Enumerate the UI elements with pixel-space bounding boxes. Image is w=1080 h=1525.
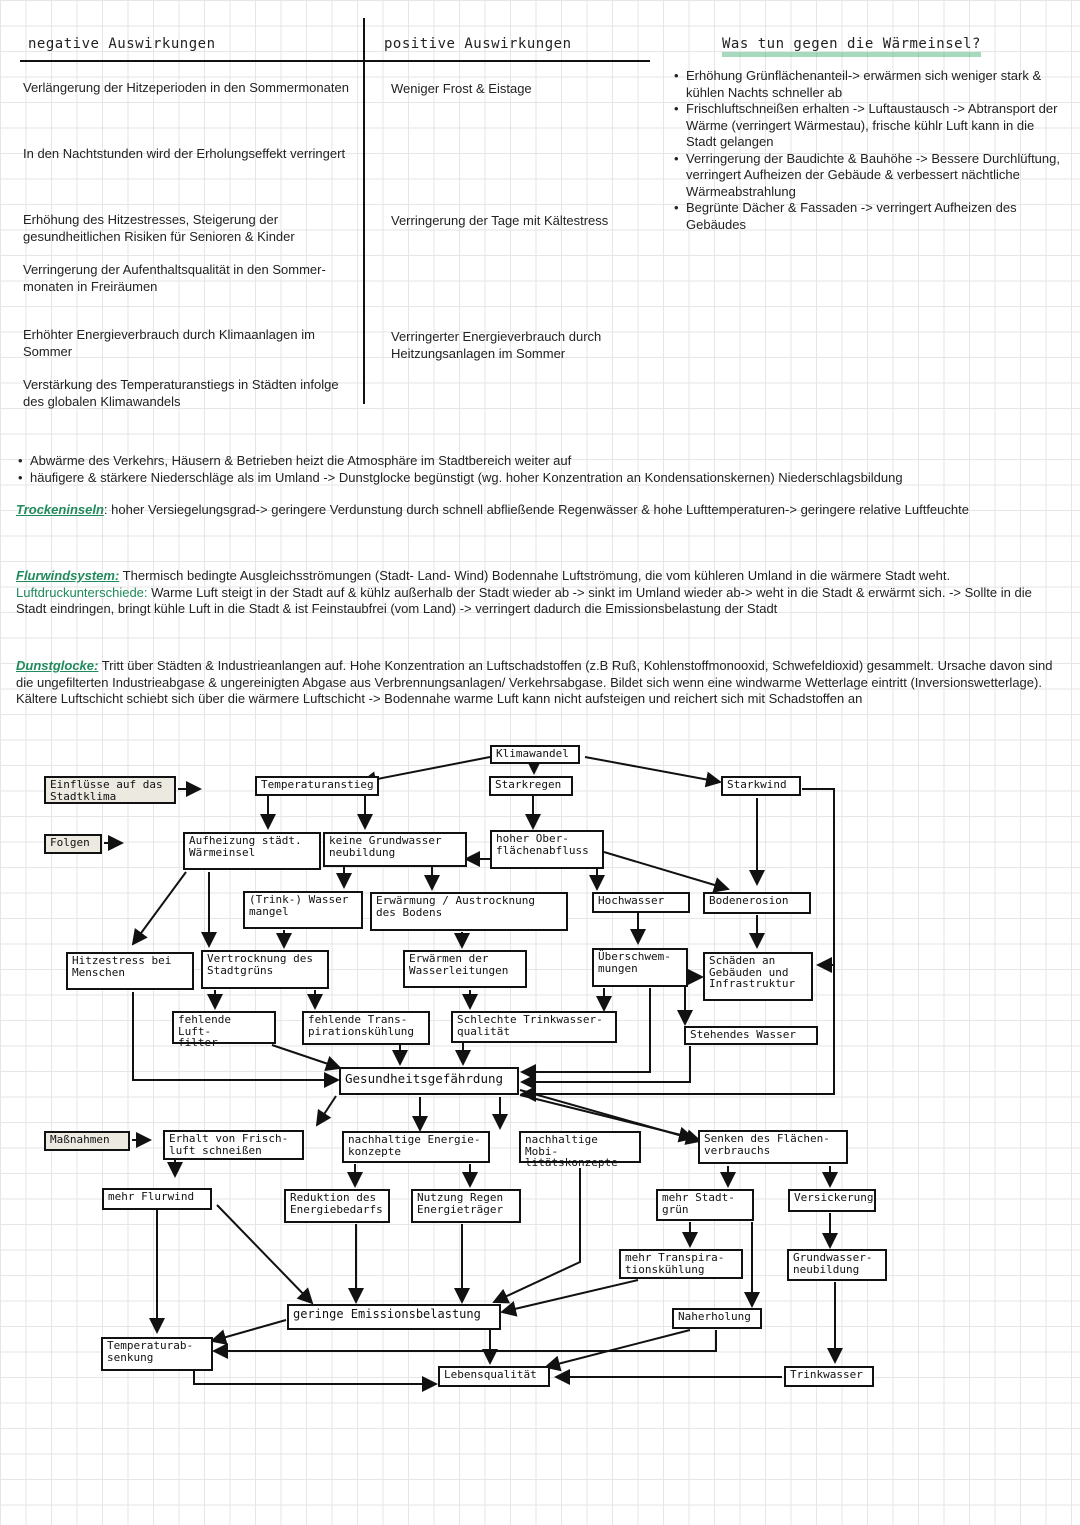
node-energiebedarf: Reduktion des Energiebedarfs: [284, 1189, 390, 1223]
node-mehr-stadtgruen: mehr Stadt- grün: [656, 1189, 754, 1221]
node-versickerung: Versickerung: [788, 1189, 876, 1212]
node-fehlende-transpiration: fehlende Trans- pirationskühlung: [302, 1011, 430, 1045]
negative-item: Verlängerung der Hitzeperioden in den So…: [23, 80, 349, 95]
label-massnahmen: Maßnahmen: [44, 1131, 130, 1151]
dunstglocke-text: Tritt über Städten & Industrieanlangen a…: [16, 658, 1053, 706]
node-regenerative-energie: Nutzung Regen Energieträger: [411, 1189, 521, 1223]
positive-item: Verringerung der Tage mit Kältestress: [391, 213, 609, 228]
node-naherholung: Naherholung: [672, 1308, 762, 1329]
node-grundwasserneubildung: Grundwasser- neubildung: [787, 1249, 887, 1281]
measures-item: Verringerung der Baudichte & Bauhöhe -> …: [674, 151, 1066, 201]
label-einfluesse: Einflüsse auf das Stadtklima: [44, 776, 176, 804]
measures-list: Erhöhung Grünflächenanteil-> erwärmen si…: [674, 68, 1066, 233]
negative-item: Verringerung der Aufenthaltsqualität in …: [23, 262, 326, 294]
trockeninseln-definition: Trockeninseln: hoher Versiegelungsgrad->…: [16, 502, 1056, 519]
negative-item: Erhöhter Energieverbrauch durch Klimaanl…: [23, 327, 315, 359]
node-grundwasser: keine Grundwasser neubildung: [323, 832, 467, 867]
negative-item: Erhöhung des Hitzestresses, Steigerung d…: [23, 212, 295, 244]
trockeninseln-term: Trockeninseln: [16, 502, 104, 517]
node-aufheizung: Aufheizung städt. Wärmeinsel: [183, 832, 321, 870]
table-horizontal-rule: [20, 60, 650, 62]
node-energiekonzepte: nachhaltige Energie- konzepte: [342, 1131, 490, 1163]
positive-header: positive Auswirkungen: [384, 36, 572, 52]
node-hochwasser: Hochwasser: [592, 892, 690, 913]
table-vertical-rule: [363, 18, 365, 404]
node-lebensqualitaet: Lebensqualität: [438, 1366, 550, 1387]
negative-item: Verstärkung des Temperaturanstiegs in St…: [23, 377, 339, 409]
node-emissionsbelastung: geringe Emissionsbelastung: [287, 1304, 501, 1330]
dunstglocke-term: Dunstglocke:: [16, 658, 99, 673]
trockeninseln-text: : hoher Versiegelungsgrad-> geringere Ve…: [103, 502, 969, 517]
measures-item: Frischluftschneißen erhalten -> Luftaust…: [674, 101, 1066, 151]
node-ueberschwemmungen: Überschwem- mungen: [592, 948, 688, 987]
note-item: Abwärme des Verkehrs, Häusern & Betriebe…: [18, 453, 1068, 470]
negative-header: negative Auswirkungen: [28, 36, 216, 52]
flurwind-term: Flurwindsystem:: [16, 568, 120, 583]
node-fehlende-luftfilter: fehlende Luft- filter: [172, 1011, 276, 1048]
node-klimawandel: Klimawandel: [490, 745, 580, 764]
node-starkwind: Starkwind: [721, 776, 801, 796]
node-flaechenverbrauch: Senken des Flächen- verbrauchs: [698, 1130, 848, 1164]
node-trinkwasser: Trinkwasser: [784, 1366, 874, 1387]
positive-item: Weniger Frost & Eistage: [391, 81, 532, 96]
luftdruck-term: Luftdruckunterschiede:: [16, 584, 148, 600]
flurwindsystem-definition: Flurwindsystem: Thermisch bedingte Ausgl…: [16, 568, 1056, 618]
node-hitzestress: Hitzestress bei Menschen: [66, 952, 194, 990]
node-stehendes-wasser: Stehendes Wasser: [684, 1026, 818, 1045]
node-temperaturanstieg: Temperaturanstieg: [255, 776, 379, 796]
measures-header: Was tun gegen die Wärmeinsel?: [722, 36, 981, 57]
note-item: häufigere & stärkere Niederschläge als i…: [18, 470, 1068, 487]
node-erwaermung-boden: Erwärmung / Austrocknung des Bodens: [370, 892, 568, 931]
node-mehr-flurwind: mehr Flurwind: [102, 1188, 212, 1210]
dunstglocke-definition: Dunstglocke: Tritt über Städten & Indust…: [16, 658, 1056, 708]
notes-list: Abwärme des Verkehrs, Häusern & Betriebe…: [18, 453, 1068, 486]
luftdruck-text: Warme Luft steigt in der Stadt auf & küh…: [16, 584, 1032, 617]
measures-item: Erhöhung Grünflächenanteil-> erwärmen si…: [674, 68, 1066, 101]
node-frischluft: Erhalt von Frisch- luft schneißen: [163, 1130, 304, 1160]
node-oberflaechenabfluss: hoher Ober- flächenabfluss: [490, 830, 604, 869]
node-starkregen: Starkregen: [489, 776, 573, 796]
node-temperaturabsenkung: Temperaturab- senkung: [101, 1337, 213, 1371]
node-gesundheitsgefaehrdung: Gesundheitsgefährdung: [339, 1067, 519, 1095]
node-vertrocknung: Vertrocknung des Stadtgrüns: [201, 950, 329, 989]
node-schaeden: Schäden an Gebäuden und Infrastruktur: [703, 952, 813, 1001]
label-folgen: Folgen: [44, 834, 102, 854]
node-transpirationskuehlung: mehr Transpira- tionskühlung: [619, 1249, 743, 1279]
node-trinkwasserqualitaet: Schlechte Trinkwasser- qualität: [451, 1011, 617, 1043]
node-trinkwassermangel: (Trink-) Wasser mangel: [243, 891, 363, 929]
flurwind-text: Thermisch bedingte Ausgleichsströmungen …: [119, 568, 951, 583]
node-mobilitaetskonzepte: nachhaltige Mobi- litätskonzepte: [519, 1131, 641, 1168]
node-bodenerosion: Bodenerosion: [703, 892, 811, 914]
measures-item: Begrünte Dächer & Fassaden -> verringert…: [674, 200, 1066, 233]
node-wasserleitungen: Erwärmen der Wasserleitungen: [403, 950, 527, 988]
positive-item: Verringerter Energieverbrauch durch Heit…: [391, 329, 602, 361]
negative-item: In den Nachtstunden wird der Erholungsef…: [23, 146, 346, 161]
